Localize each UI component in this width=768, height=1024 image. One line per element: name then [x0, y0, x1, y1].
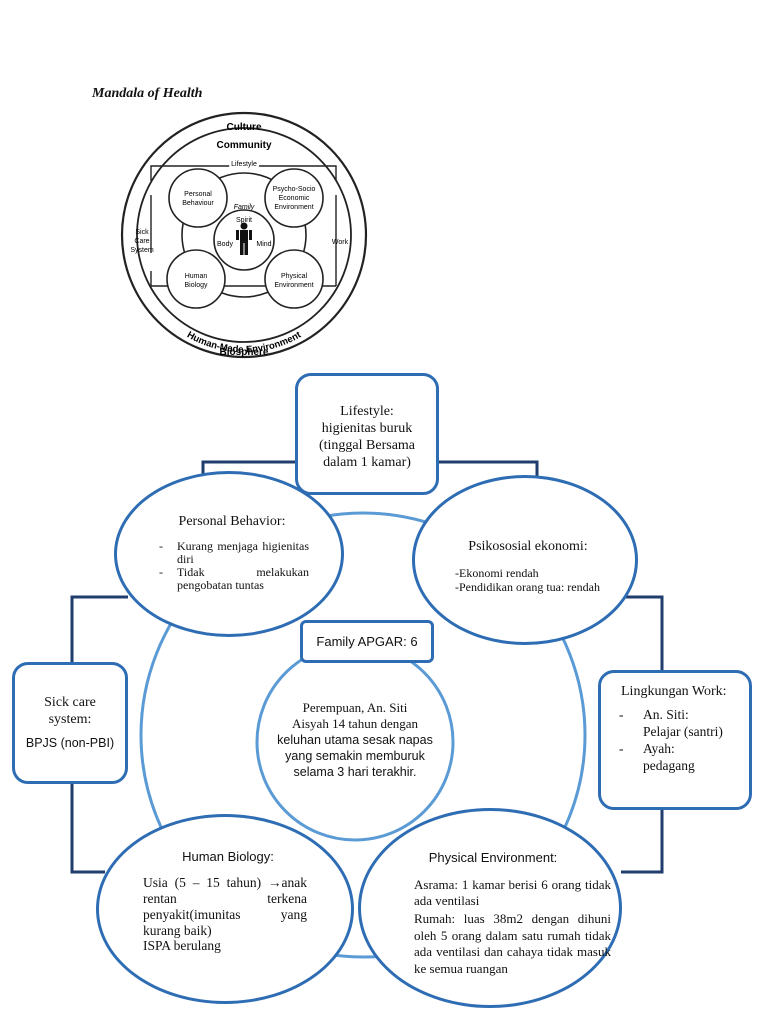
- sick-care-label-3: System: [130, 247, 154, 254]
- spirit-label: Spirit: [236, 217, 252, 224]
- culture-label: Culture: [227, 122, 262, 133]
- right-top-connector: [611, 595, 664, 674]
- lifestyle-line-3: (tinggal Bersama: [318, 438, 416, 453]
- lifestyle-line-4: dalam 1 kamar): [323, 455, 411, 470]
- list-item: An. Siti: Pelajar (santri): [617, 706, 749, 740]
- community-label: Community: [217, 140, 272, 151]
- page-title: Mandala of Health: [92, 86, 203, 101]
- lingkungan-work-list: An. Siti: Pelajar (santri) Ayah: pedagan…: [617, 706, 749, 774]
- lifestyle-bracket: [150, 165, 337, 181]
- sick-care-line-2: system:: [48, 712, 92, 727]
- mind-label: Mind: [256, 241, 271, 248]
- patient-line-2: Aisyah 14 tahun dengan: [291, 716, 418, 731]
- psycho-label-2: Economic: [279, 195, 310, 202]
- outer-light-ring: [139, 511, 587, 959]
- physical-env-label-2: Environment: [274, 282, 313, 289]
- list-item: -Ekonomi rendah: [455, 566, 539, 580]
- psycho-label-3: Environment: [274, 204, 313, 211]
- physical-environment-ellipse: Physical Environment: Asrama: 1 kamar be…: [358, 808, 622, 1008]
- work-label: Work: [332, 239, 349, 246]
- culture-ring: [120, 111, 368, 359]
- sick-care-value: BPJS (non-PBI): [25, 736, 115, 750]
- family-apgar-label: Family APGAR: 6: [316, 634, 418, 649]
- human-biology-title: Human Biology:: [182, 849, 274, 864]
- psikososial-list: -Ekonomi rendah -Pendidikan orang tua: r…: [455, 566, 600, 594]
- patient-summary: Perempuan, An. Siti Aisyah 14 tahun deng…: [270, 700, 440, 780]
- psycho-socio-circle: [264, 168, 324, 228]
- lingkungan-work-box: Lingkungan Work: An. Siti: Pelajar (sant…: [598, 670, 752, 810]
- lingkungan-work-title: Lingkungan Work:: [621, 684, 727, 699]
- body-label: Body: [217, 241, 233, 248]
- human-biology-label-2: Biology: [185, 282, 208, 289]
- patient-line-5: selama 3 hari terakhir.: [293, 765, 417, 779]
- physical-environment-p2: Rumah: luas 38m2 dengan dihuni oleh 5 or…: [414, 911, 611, 976]
- personal-behavior-list: Kurang menjaga higienitas diri Tidak mel…: [157, 540, 309, 592]
- physical-environment-title: Physical Environment:: [428, 850, 558, 865]
- list-item: Ayah: pedagang: [617, 740, 749, 774]
- sick-care-label-2: Care: [134, 238, 149, 245]
- lifestyle-label: Lifestyle: [231, 161, 257, 168]
- right-bottom-connector: [621, 806, 664, 874]
- list-item: Kurang menjaga higienitas diri: [157, 540, 309, 566]
- personal-behaviour-circle: [168, 168, 228, 228]
- personal-behavior-ellipse: Personal Behavior: Kurang menjaga higien…: [114, 471, 344, 637]
- personal-label-2: Behaviour: [182, 200, 214, 207]
- person-icon: [236, 222, 252, 255]
- list-item: -Pendidikan orang tua: rendah: [455, 580, 600, 594]
- mandala-of-health-diagram: Culture Community Lifestyle Personal Beh…: [120, 111, 368, 359]
- personal-label-1: Personal: [184, 191, 212, 198]
- biosphere-label: Biosphere: [220, 347, 269, 358]
- community-ring: [136, 127, 352, 343]
- lifestyle-line-1: Lifestyle:: [340, 404, 394, 419]
- left-top-connector: [70, 595, 128, 668]
- psikososial-ellipse: Psikososial ekonomi: -Ekonomi rendah -Pe…: [412, 475, 638, 645]
- lifestyle-line-2: higienitas buruk: [321, 421, 413, 436]
- patient-line-1: Perempuan, An. Siti: [302, 700, 408, 715]
- family-label: Family: [234, 204, 255, 211]
- family-apgar-box: Family APGAR: 6: [300, 620, 434, 663]
- sick-care-label-1: Sick: [135, 229, 149, 236]
- personal-behavior-title: Personal Behavior:: [178, 514, 286, 529]
- human-biology-label-1: Human: [185, 273, 208, 280]
- sick-care-box: Sick care system: BPJS (non-PBI): [12, 662, 128, 784]
- human-biology-ellipse: Human Biology: Usia (5 – 15 tahun) →anak…: [96, 814, 354, 1004]
- psikososial-title: Psikososial ekonomi:: [468, 539, 588, 554]
- lifestyle-box: Lifestyle: higienitas buruk (tinggal Ber…: [295, 373, 439, 495]
- patient-line-3: keluhan utama sesak napas: [277, 733, 433, 747]
- patient-line-4: yang semakin memburuk: [285, 749, 425, 763]
- human-biology-last: ISPA berulang: [143, 938, 221, 953]
- physical-environment-circle: [264, 249, 324, 309]
- human-biology-text: Usia (5 – 15 tahun) →anak rentan terkena…: [143, 875, 307, 938]
- family-ring: [181, 172, 307, 298]
- sick-care-line-1: Sick care: [44, 695, 96, 710]
- human-biology-circle: [166, 249, 226, 309]
- physical-env-label-1: Physical: [281, 273, 308, 280]
- list-item: Tidak melakukan pengobatan tuntas: [157, 566, 309, 592]
- physical-environment-p1: Asrama: 1 kamar berisi 6 orang tidak ada…: [414, 877, 611, 908]
- psycho-label-1: Psycho-Socio: [273, 186, 316, 193]
- left-bottom-connector: [70, 784, 105, 874]
